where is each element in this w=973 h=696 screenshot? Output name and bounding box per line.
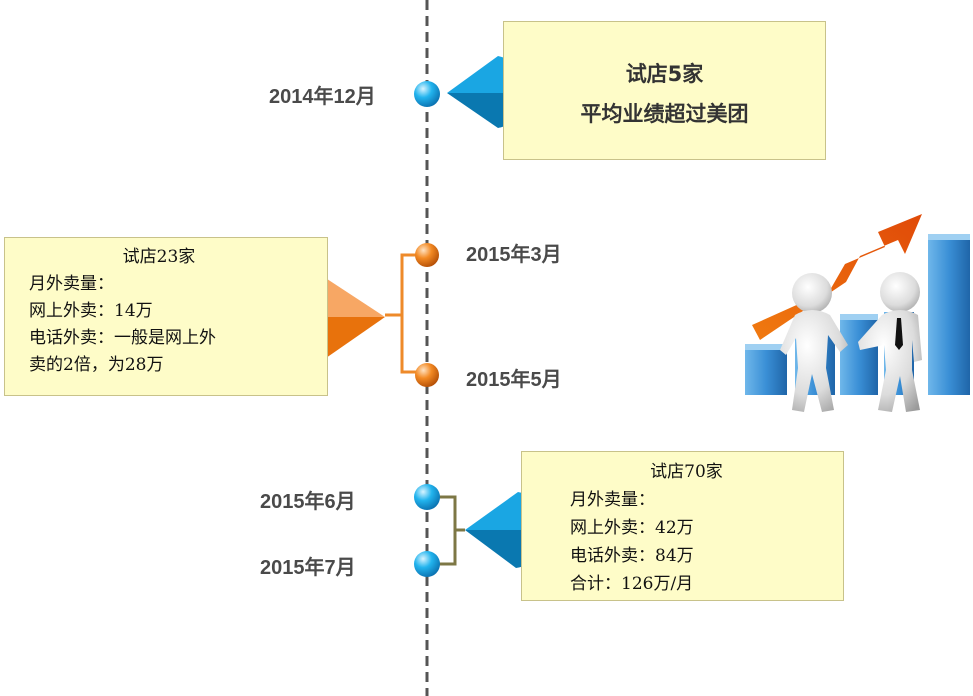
event-1-dot [414, 81, 440, 107]
event-3-line-4: 合计：126万/月 [570, 574, 694, 594]
event-3-line-2: 网上外卖：42万 [570, 518, 694, 538]
event-3-dot-a [414, 484, 440, 510]
event-3-date-b: 2015年7月 [260, 557, 356, 579]
event-2-line-3: 电话外卖：一般是网上外 [29, 328, 216, 348]
event-2-bracket [385, 253, 427, 374]
event-2-date-a: 2015年3月 [466, 244, 562, 266]
event-2-title: 试店23家 [122, 247, 196, 267]
event-3-line-1: 月外卖量： [570, 490, 655, 510]
event-2-date-b: 2015年5月 [466, 369, 562, 391]
event-3-box: 试店70家 月外卖量： 网上外卖：42万 电话外卖：84万 合计：126万/月 [521, 451, 844, 601]
event-2-line-4: 卖的2倍，为28万 [29, 355, 164, 375]
event-3-date-a: 2015年6月 [260, 491, 356, 513]
event-1-line-1: 试店5家 [625, 62, 704, 86]
event-1-line-2: 平均业绩超过美团 [580, 102, 749, 126]
event-2-line-2: 网上外卖：14万 [29, 301, 153, 321]
event-2-dot-a [415, 243, 439, 267]
event-2-box: 试店23家 月外卖量： 网上外卖：14万 电话外卖：一般是网上外 卖的2倍，为2… [4, 237, 328, 396]
event-3-line-3: 电话外卖：84万 [570, 546, 694, 566]
event-1-date: 2014年12月 [269, 86, 376, 108]
event-2-dot-b [415, 363, 439, 387]
event-3-title: 试店70家 [650, 462, 723, 482]
event-3-dot-b [414, 551, 440, 577]
event-3-bracket [427, 495, 465, 566]
event-2-line-1: 月外卖量： [29, 274, 114, 294]
business-handshake-growth-chart-icon [745, 214, 970, 412]
event-1-box: 试店5家 平均业绩超过美团 [503, 21, 826, 160]
